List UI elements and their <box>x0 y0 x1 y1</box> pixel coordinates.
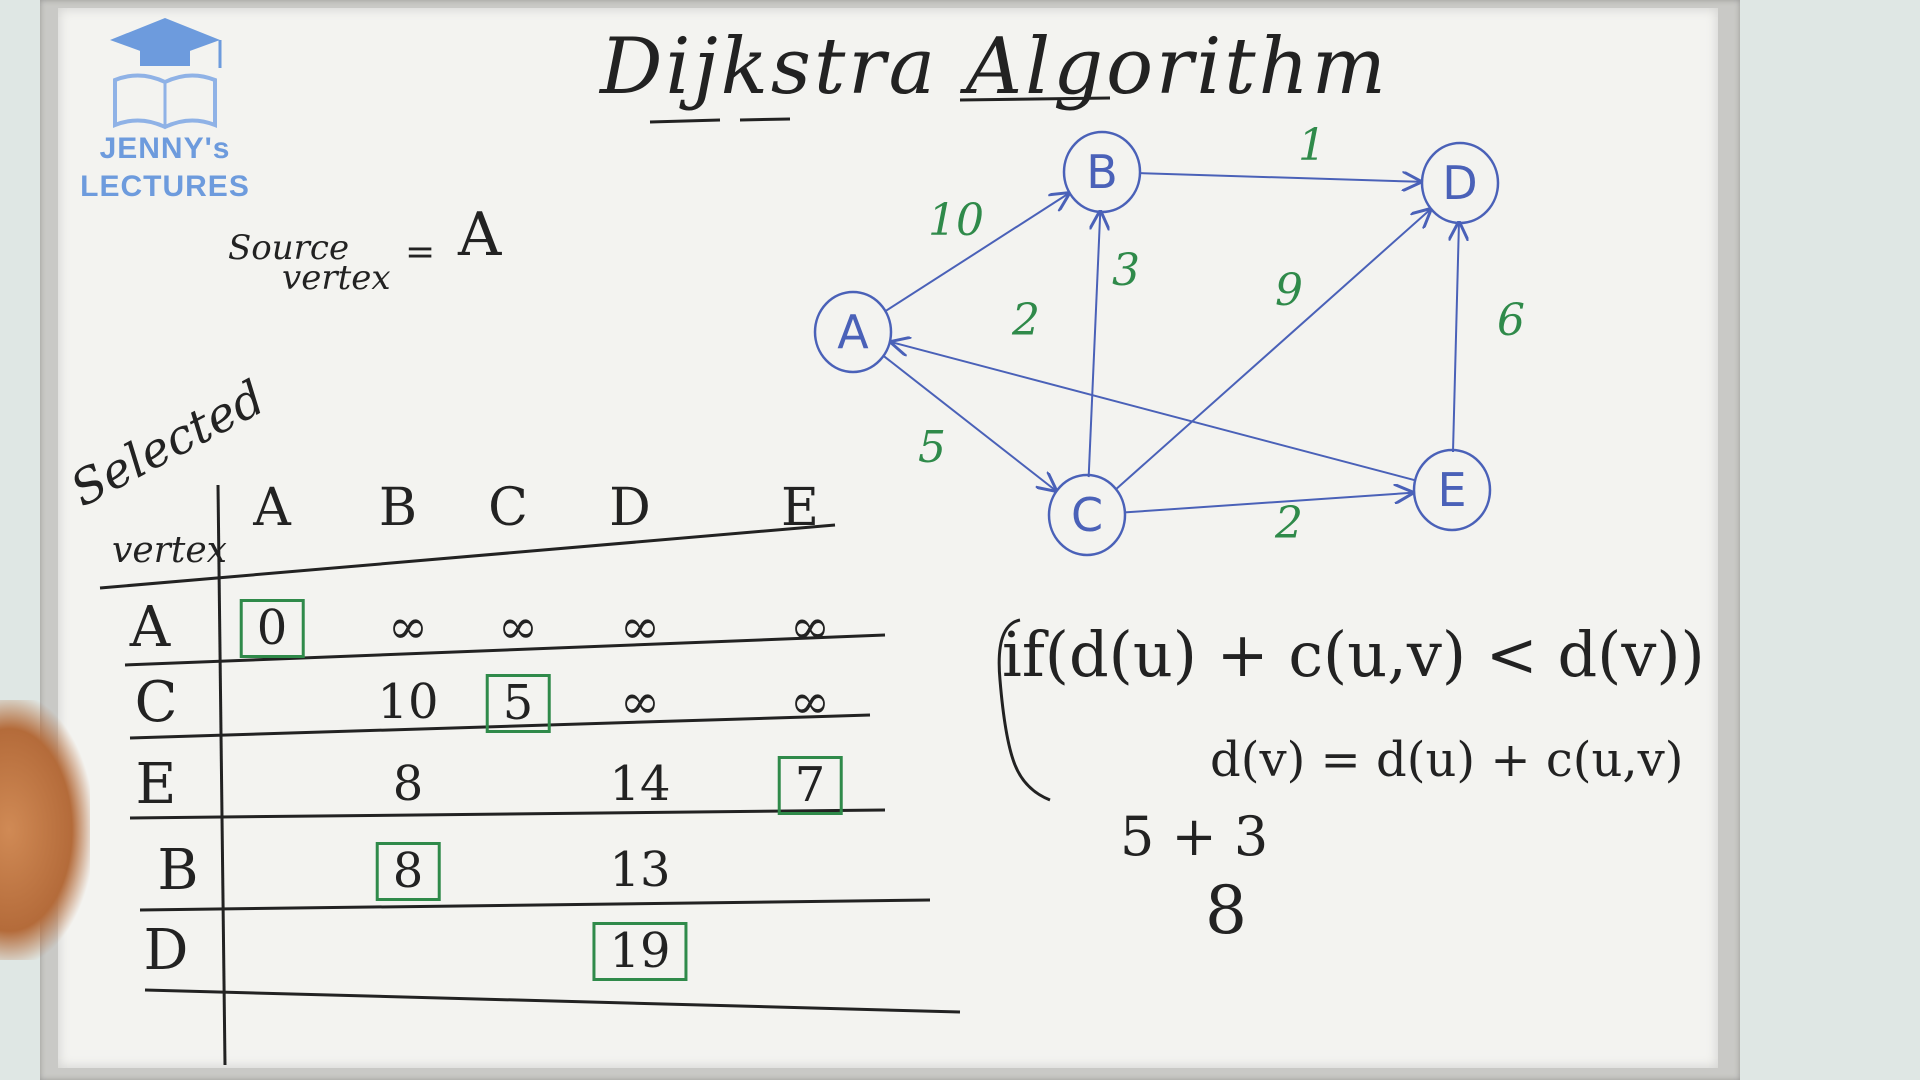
table-row-label: E <box>135 752 177 817</box>
graph-node-d <box>1420 141 1500 225</box>
graph-edge-c-b <box>1087 212 1101 478</box>
graph-node-e <box>1412 448 1492 532</box>
graph-edge-a-b <box>884 194 1068 313</box>
edge-weight-label: 1 <box>1298 120 1326 171</box>
source-label-line2: vertex <box>282 258 391 298</box>
table-cell: 13 <box>609 842 671 898</box>
graph-edge-e-a <box>892 342 1416 482</box>
table-corner-bottom: vertex <box>112 530 227 571</box>
table-cell: ∞ <box>620 599 660 655</box>
edge-weight-label: 5 <box>918 422 946 473</box>
logo-text-line1: JENNY's <box>99 132 231 165</box>
graph-edge-c-e <box>1124 493 1412 514</box>
edge-weight-label: 6 <box>1497 295 1525 346</box>
table-row-line <box>124 633 886 667</box>
source-equals: = <box>405 232 436 273</box>
table-row-line <box>129 808 886 820</box>
graph-node-c <box>1047 473 1127 557</box>
graph-node-label: D <box>1442 156 1477 210</box>
presenter-hand <box>0 700 90 960</box>
table-cell: 0 <box>239 599 305 658</box>
formula-calc: 5 + 3 <box>1120 805 1269 868</box>
graph-node-b <box>1062 130 1142 214</box>
edge-weight-label: 2 <box>1011 295 1040 346</box>
table-column-header: A <box>253 478 291 538</box>
table-header-line <box>99 523 836 590</box>
graph-edge-c-d <box>1114 210 1430 491</box>
table-row-label: D <box>143 918 189 983</box>
source-value: A <box>458 200 502 270</box>
table-row-line <box>139 898 931 912</box>
table-column-header: C <box>488 478 528 538</box>
graduation-cap-book-icon <box>110 18 222 130</box>
graph-edge-e-d <box>1453 223 1459 453</box>
table-cell: ∞ <box>620 674 660 730</box>
edge-weight-label: 2 <box>1274 498 1303 549</box>
source-label-line1: Source <box>228 228 350 268</box>
graph-edge-b-d <box>1139 173 1420 182</box>
logo-text-line2: LECTURES <box>80 170 250 203</box>
table-row-label: C <box>134 670 178 735</box>
graph-edge-a-c <box>882 354 1056 490</box>
graph-node-label: A <box>837 305 869 359</box>
table-cell: 14 <box>609 756 671 812</box>
formula-result: 8 <box>1205 872 1247 949</box>
table-cell: ∞ <box>790 674 830 730</box>
graph-node-a <box>813 290 893 374</box>
table-cell: 5 <box>485 674 551 733</box>
table-column-header: E <box>781 478 819 538</box>
table-cell: ∞ <box>498 599 538 655</box>
edge-weight-label: 10 <box>928 195 984 246</box>
table-cell: 7 <box>777 756 843 815</box>
formula-update: d(v) = d(u) + c(u,v) <box>1210 732 1684 788</box>
table-vertical-line <box>216 484 227 1066</box>
table-cell: 19 <box>592 922 688 981</box>
edge-weight-label: 9 <box>1275 265 1303 316</box>
table-row-line <box>129 713 871 740</box>
edge-weight-label: 3 <box>1112 245 1140 296</box>
jennys-lectures-logo: JENNY's LECTURES <box>70 10 260 210</box>
graph-node-label: B <box>1086 145 1118 199</box>
table-cell: 8 <box>392 756 424 812</box>
table-row-label: A <box>129 595 171 660</box>
table-cell: ∞ <box>388 599 428 655</box>
table-row-label: B <box>157 838 199 903</box>
whiteboard <box>58 8 1718 1068</box>
graph-node-label: E <box>1437 463 1466 517</box>
table-row-line <box>144 988 961 1014</box>
table-cell: 8 <box>375 842 441 901</box>
table-column-header: D <box>609 478 651 538</box>
formula-condition: if(d(u) + c(u,v) < d(v)) <box>1002 618 1705 691</box>
table-cell: 10 <box>377 674 439 730</box>
graph-node-label: C <box>1071 488 1103 542</box>
table-column-header: B <box>378 478 418 538</box>
table-cell: ∞ <box>790 599 830 655</box>
